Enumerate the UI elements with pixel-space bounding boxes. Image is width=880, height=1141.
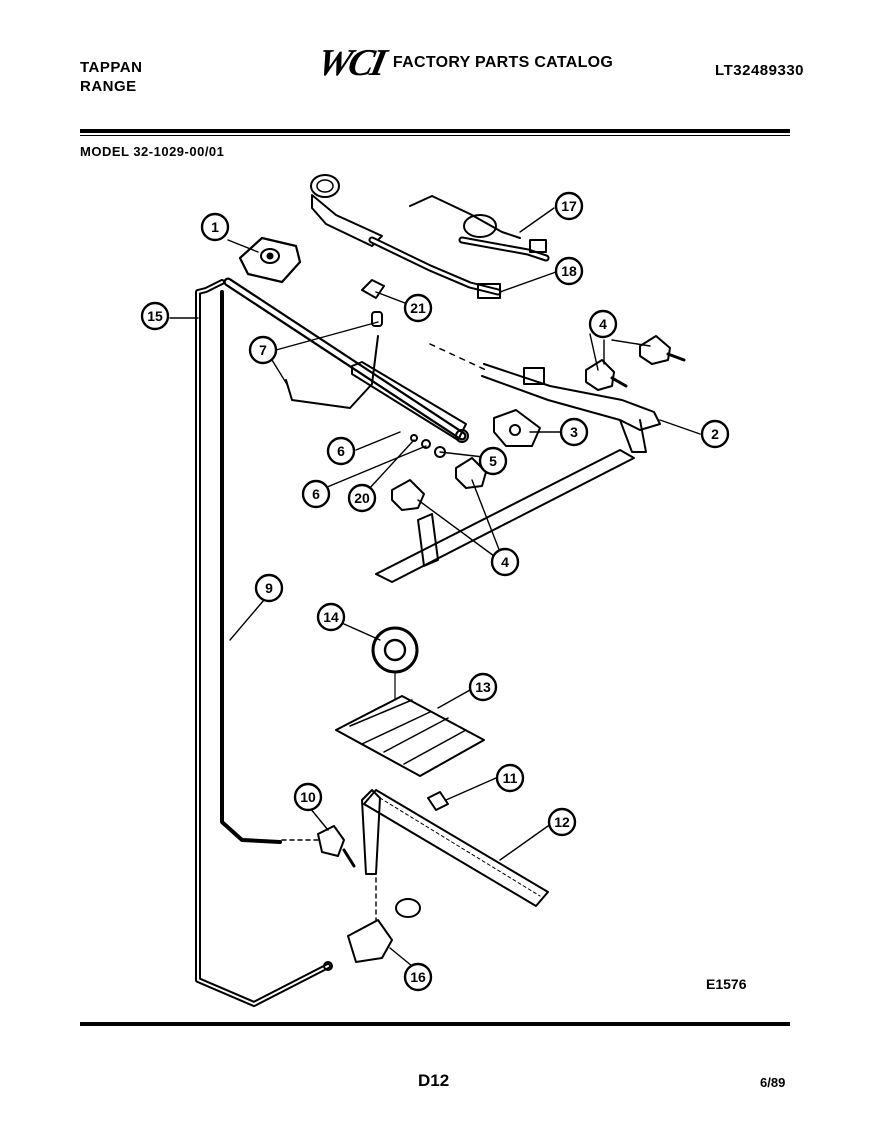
valve-3 [493,409,541,447]
svg-text:4: 4 [501,554,509,570]
svg-text:16: 16 [410,969,426,985]
callout-2: 2 [700,419,730,449]
svg-text:20: 20 [354,490,370,506]
burner-valve-4a [585,359,628,391]
header-rule-thin [80,135,790,136]
clip-11 [427,791,449,811]
callout-15: 15 [140,301,170,331]
pressure-regulator-1 [238,236,302,284]
svg-text:7: 7 [259,342,267,358]
callout-18: 18 [554,256,584,286]
callout-5: 5 [478,446,508,476]
catalog-title: FACTORY PARTS CATALOG [392,54,614,71]
burner-baffle-13 [335,695,485,777]
revision-date: 6/89 [760,1075,786,1090]
svg-text:13: 13 [475,679,491,695]
oven-valve-16 [347,877,421,963]
callout-12: 12 [547,807,577,837]
callout-16: 16 [403,962,433,992]
svg-text:1: 1 [211,219,219,235]
oven-burner-12 [363,789,549,907]
model-number: MODEL 32-1029-00/01 [80,144,225,159]
callout-9: 9 [254,573,284,603]
product-type: RANGE [80,78,137,95]
main-manifold-2 [481,363,661,453]
orifice-10 [317,825,356,868]
diagram-code: E1576 [706,976,747,992]
svg-text:10: 10 [300,789,316,805]
svg-text:17: 17 [561,198,577,214]
supply-tube-15 [195,279,333,1007]
brand-block: TAPPAN RANGE [80,58,142,96]
catalog-heading: WCI FACTORY PARTS CATALOG [314,42,614,84]
svg-text:5: 5 [489,453,497,469]
callout-8: 6 [301,479,331,509]
callout-4-bottom: 4 [490,547,520,577]
burner-assembly-18 [409,195,550,262]
svg-text:6: 6 [312,486,320,502]
header-rule-thick [80,129,790,133]
valve-bracket [375,449,635,583]
svg-text:2: 2 [711,426,719,442]
callout-17: 17 [554,191,584,221]
callout-10: 10 [293,782,323,812]
svg-text:12: 12 [554,814,570,830]
callout-4-top: 4 [588,309,618,339]
svg-text:9: 9 [265,580,273,596]
footer-rule [80,1022,790,1026]
svg-text:4: 4 [599,316,607,332]
clip-21 [361,279,385,299]
burner-valve-4d [455,457,487,489]
spreader-cap-14 [371,626,419,674]
page-number: D12 [418,1071,450,1090]
callout-11: 11 [495,763,525,793]
burner-valve-4c [391,479,425,511]
manifold-pipe-6 [223,277,469,443]
svg-text:15: 15 [147,308,163,324]
callout-3: 3 [559,417,589,447]
svg-text:6: 6 [337,443,345,459]
callout-13: 13 [468,672,498,702]
burner-assembly-17 [310,174,502,299]
svg-text:11: 11 [503,770,518,786]
pilot-tube-7 [285,335,379,409]
callout-14: 14 [316,602,346,632]
callout-7: 7 [248,335,278,365]
callout-6: 6 [326,436,356,466]
svg-text:18: 18 [561,263,577,279]
burner-valve-4b [639,335,686,365]
svg-text:14: 14 [323,609,339,625]
callout-20: 20 [347,483,377,513]
callout-1: 1 [200,212,230,242]
svg-text:21: 21 [410,300,426,316]
svg-text:3: 3 [570,424,578,440]
oven-tube-9 [220,290,282,844]
callout-21: 21 [403,293,433,323]
brand-name: TAPPAN [80,59,143,76]
part-number: LT32489330 [715,62,804,79]
